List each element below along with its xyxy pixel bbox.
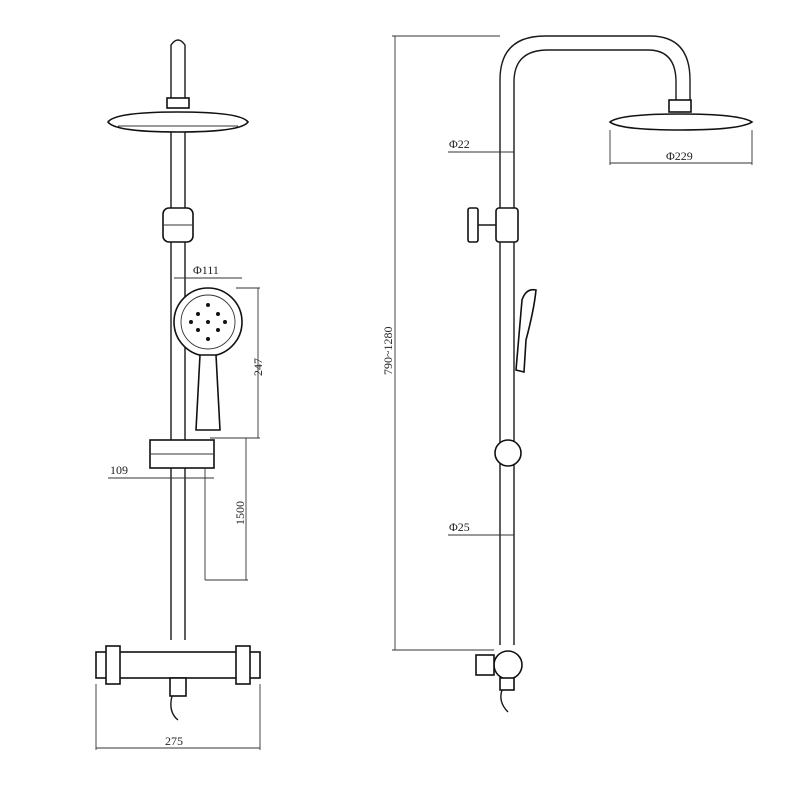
side-mixer-body	[493, 650, 523, 680]
side-head-connector	[668, 99, 692, 113]
dim-mixer-width: 275	[165, 734, 183, 748]
front-handshower-nozzles	[189, 303, 227, 341]
side-slider-knob	[494, 439, 522, 467]
front-mixer-knob-left	[105, 645, 121, 685]
dim-lower-pipe-diameter: Φ25	[449, 520, 470, 534]
front-shower-head	[107, 111, 249, 133]
dim-handshower-diameter: Φ111	[193, 263, 219, 277]
side-hose-stub	[500, 689, 509, 713]
side-outlet	[499, 677, 515, 691]
side-arch-inner	[513, 49, 677, 210]
front-top-stub	[170, 39, 186, 100]
dim-slide-length: 1500	[233, 501, 247, 525]
side-handshower	[515, 288, 537, 374]
front-hose-stub	[170, 695, 179, 721]
dim-head-diameter: Φ229	[666, 149, 693, 163]
front-outlet	[169, 677, 187, 697]
dim-upper-pipe-diameter: Φ22	[449, 137, 470, 151]
side-view: Φ22 Φ229 790~1280 Φ25	[381, 35, 754, 713]
front-head-connector	[166, 97, 190, 109]
dim-height-range: 790~1280	[381, 327, 395, 376]
front-mixer-knob-right	[235, 645, 251, 685]
dim-handshower-length: 247	[251, 358, 265, 376]
front-view: Φ111 247 109 1500 275	[95, 39, 265, 750]
front-handshower-handle	[195, 354, 221, 431]
front-handshower-ring	[180, 294, 236, 350]
side-shower-head	[608, 113, 754, 131]
dim-holder-offset: 109	[110, 463, 128, 477]
side-diverter-knob	[467, 207, 479, 243]
side-mixer-nut	[475, 654, 495, 676]
side-arch-outer	[499, 35, 691, 210]
side-diverter-body	[495, 207, 519, 243]
front-mixer-bar	[95, 651, 261, 679]
